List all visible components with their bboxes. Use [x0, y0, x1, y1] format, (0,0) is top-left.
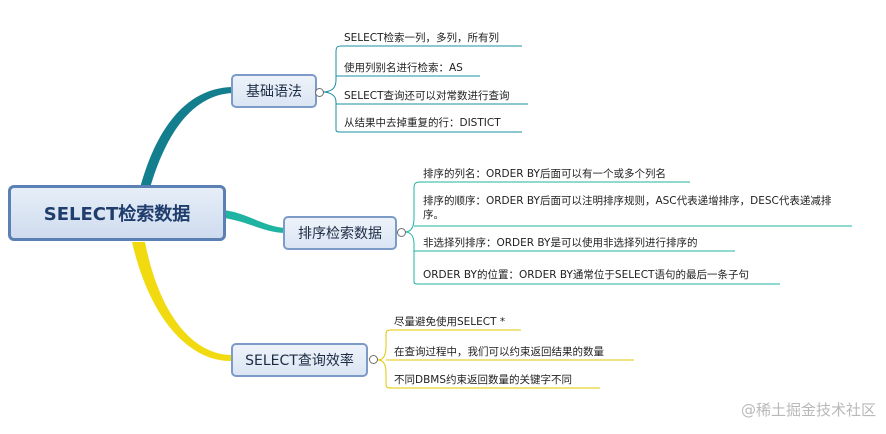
branch-connector-efficiency	[132, 242, 232, 362]
leaf-basic-4[interactable]: 从结果中去掉重复的行：DISTICT	[344, 117, 501, 129]
leaf-basic-2[interactable]: 使用列别名进行检索：AS	[344, 62, 463, 74]
leaf-basic-1[interactable]: SELECT检索一列，多列，所有列	[344, 32, 500, 44]
branch-connector-sort	[224, 210, 285, 233]
root-topic[interactable]: SELECT检索数据	[8, 185, 226, 241]
watermark: @稀土掘金技术社区	[740, 401, 876, 419]
leaf-sort-2[interactable]: 排序的顺序：ORDER BY后面可以注明排序规则，ASC代表递增排序，DESC代…	[423, 195, 832, 221]
leaf-efficiency-3[interactable]: 不同DBMS约束返回数量的关键字不同	[394, 374, 573, 386]
branch-sort-data[interactable]: 排序检索数据	[283, 216, 397, 250]
collapse-toggle-sort[interactable]	[397, 228, 406, 237]
branch-connector-basic	[140, 87, 232, 188]
leaf-connectors-efficiency	[377, 329, 634, 389]
leaf-efficiency-2[interactable]: 在查询过程中，我们可以约束返回结果的数量	[394, 346, 604, 358]
branch-basic-syntax[interactable]: 基础语法	[231, 74, 317, 108]
leaf-basic-3[interactable]: SELECT查询还可以对常数进行查询	[344, 90, 510, 102]
leaf-connectors-sort	[404, 181, 852, 285]
root-topic-label: SELECT检索数据	[43, 204, 191, 225]
leaf-connectors-basic	[321, 45, 528, 133]
branch-basic-syntax-label: 基础语法	[246, 84, 302, 100]
collapse-toggle-efficiency[interactable]	[369, 355, 378, 364]
branch-query-efficiency-label: SELECT查询效率	[245, 353, 354, 369]
branch-sort-data-label: 排序检索数据	[298, 226, 382, 242]
leaf-sort-3[interactable]: 非选择列排序：ORDER BY是可以使用非选择列进行排序的	[423, 237, 698, 249]
leaf-efficiency-1[interactable]: 尽量避免使用SELECT *	[394, 316, 506, 328]
leaf-sort-1[interactable]: 排序的列名：ORDER BY后面可以有一个或多个列名	[423, 168, 666, 180]
branch-query-efficiency[interactable]: SELECT查询效率	[231, 343, 368, 377]
collapse-toggle-basic[interactable]	[315, 88, 324, 97]
leaf-sort-4[interactable]: ORDER BY的位置：ORDER BY通常位于SELECT语句的最后一条子句	[423, 269, 749, 281]
